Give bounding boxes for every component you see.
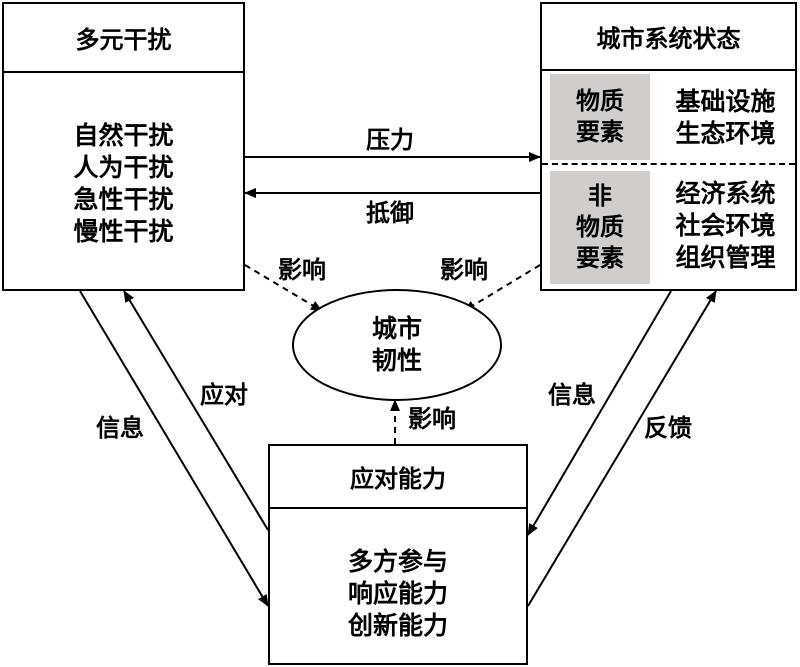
capacity-list: 多方参与 响应能力 创新能力: [270, 546, 526, 642]
disturbance-item: 人为干扰: [73, 153, 174, 182]
nonmaterial-item: 社会环境: [675, 211, 776, 240]
nonmaterial-items: 经济系统 社会环境 组织管理: [660, 178, 791, 274]
nonmaterial-item: 经济系统: [675, 179, 776, 208]
resist-label: 抵御: [366, 199, 414, 227]
city-state-title: 城市系统状态: [542, 4, 795, 71]
disturbance-item: 自然干扰: [73, 121, 174, 150]
feedback-label: 反馈: [644, 414, 692, 442]
disturbance-list: 自然干扰 人为干扰 急性干扰 慢性干扰: [4, 120, 243, 248]
disturbance-item: 急性干扰: [73, 185, 174, 214]
capacity-box: 应对能力 多方参与 响应能力 创新能力: [268, 444, 528, 665]
respond-label: 应对: [200, 381, 248, 409]
pressure-label: 压力: [366, 126, 414, 154]
category-divider: [542, 163, 795, 165]
influence-left-label: 影响: [278, 256, 326, 284]
capacity-title: 应对能力: [270, 446, 526, 509]
disturbance-item: 慢性干扰: [73, 217, 174, 246]
respond-arrow: [123, 290, 269, 531]
center-line: 城市: [371, 314, 422, 343]
material-items: 基础设施 生态环境: [660, 86, 791, 150]
influence-right-label: 影响: [440, 256, 488, 284]
info-right-label: 信息: [548, 381, 596, 409]
nonmaterial-item: 组织管理: [675, 243, 776, 272]
disturbance-box: 多元干扰 自然干扰 人为干扰 急性干扰 慢性干扰: [2, 2, 245, 291]
info-right-arrow: [527, 290, 672, 536]
nonmaterial-category-line: 非: [588, 182, 612, 210]
material-item: 生态环境: [675, 119, 776, 148]
material-item: 基础设施: [675, 87, 776, 116]
capacity-item: 多方参与: [347, 547, 448, 576]
info-left-arrow: [79, 290, 269, 607]
feedback-arrow: [527, 290, 717, 607]
material-category-line: 要素: [576, 118, 624, 146]
influence-left-arrow: [244, 264, 323, 312]
material-category-line: 物质: [576, 87, 624, 115]
center-line: 韧性: [371, 346, 422, 375]
urban-resilience-oval: 城市 韧性: [292, 289, 502, 401]
disturbance-title: 多元干扰: [4, 4, 243, 73]
capacity-item: 创新能力: [347, 611, 448, 640]
capacity-item: 响应能力: [347, 579, 448, 608]
influence-bottom-label: 影响: [408, 405, 456, 433]
influence-right-arrow: [463, 264, 541, 312]
nonmaterial-category-line: 物质: [576, 213, 624, 241]
city-state-box: 城市系统状态 物质 要素 基础设施 生态环境 非 物质 要素 经济系统 社会环境…: [540, 2, 797, 291]
nonmaterial-category: 非 物质 要素: [550, 171, 650, 284]
material-category: 物质 要素: [550, 74, 650, 160]
info-left-label: 信息: [96, 414, 144, 442]
nonmaterial-category-line: 要素: [576, 244, 624, 272]
